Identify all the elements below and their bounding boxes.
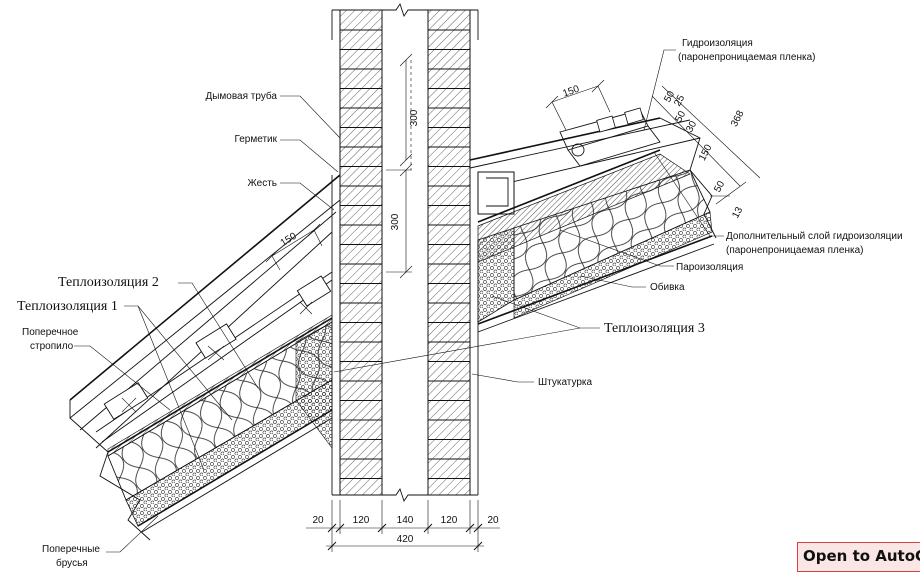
dim-50: 50	[662, 89, 677, 104]
label-insulation-1: Теплоизоляция 1	[17, 299, 118, 314]
chimney-right-wall	[427, 9, 471, 496]
label-waterproofing-1: Гидроизоляция	[682, 38, 753, 49]
dim-120-right: 120	[441, 515, 458, 526]
dim-50b: 50	[673, 109, 688, 124]
dim-300-mid: 300	[390, 213, 401, 230]
label-cross-rafter-2: стропило	[30, 341, 74, 352]
open-in-autocad-button[interactable]: Open to AutoCAD	[797, 542, 920, 572]
labels-right: Гидроизоляция (паронепроницаемая пленка)…	[333, 38, 903, 388]
left-roof	[69, 174, 341, 541]
chimney-left-wall	[339, 9, 383, 496]
dim-13: 13	[730, 205, 745, 220]
dim-25: 25	[672, 93, 687, 108]
dim-20-right: 20	[487, 515, 499, 526]
label-extra-layer-2: (паронепроницаемая пленка)	[726, 245, 863, 256]
label-cross-rafter-1: Поперечное	[22, 327, 79, 338]
right-roof	[469, 107, 717, 333]
dim-368: 368	[729, 108, 747, 128]
dim-150-slope: 150	[697, 142, 715, 162]
label-lining: Обивка	[650, 281, 685, 293]
label-cross-bars-1: Поперечные	[42, 544, 100, 555]
dim-150-right: 150	[561, 83, 581, 99]
label-tin: Жесть	[248, 178, 277, 189]
label-plaster: Штукатурка	[538, 377, 593, 388]
left-insulation-dots	[295, 321, 333, 449]
dimensions: 300 300 150 150 50 25 30 50 368 150 50 1…	[265, 53, 761, 552]
dim-50-slope: 50	[712, 179, 727, 194]
label-waterproofing-2: (паронепроницаемая пленка)	[678, 52, 815, 63]
label-insulation-2: Теплоизоляция 2	[58, 275, 159, 290]
label-cross-bars-2: брусья	[56, 557, 88, 569]
right-insulation-dots	[477, 227, 515, 323]
brick-courses	[340, 29, 470, 479]
break-symbol-bottom	[332, 487, 478, 503]
break-symbol-top	[332, 2, 478, 18]
dim-140: 140	[397, 515, 414, 526]
label-insulation-3: Теплоизоляция 3	[604, 321, 705, 336]
label-extra-layer-1: Дополнительный слой гидроизоляции	[726, 231, 903, 242]
label-sealant: Герметик	[234, 134, 277, 145]
dim-300-top: 300	[409, 109, 420, 126]
left-insulation-dense	[107, 314, 333, 457]
chimney	[331, 2, 479, 503]
dim-20-left: 20	[312, 515, 324, 526]
dim-420-total: 420	[397, 534, 414, 545]
label-vapor-barrier: Пароизоляция	[676, 262, 743, 273]
labels-left: Дымовая труба Герметик Жесть Теплоизоляц…	[17, 90, 341, 569]
dim-120-left: 120	[353, 515, 370, 526]
label-chimney: Дымовая труба	[205, 90, 277, 102]
dim-30: 30	[684, 119, 699, 134]
